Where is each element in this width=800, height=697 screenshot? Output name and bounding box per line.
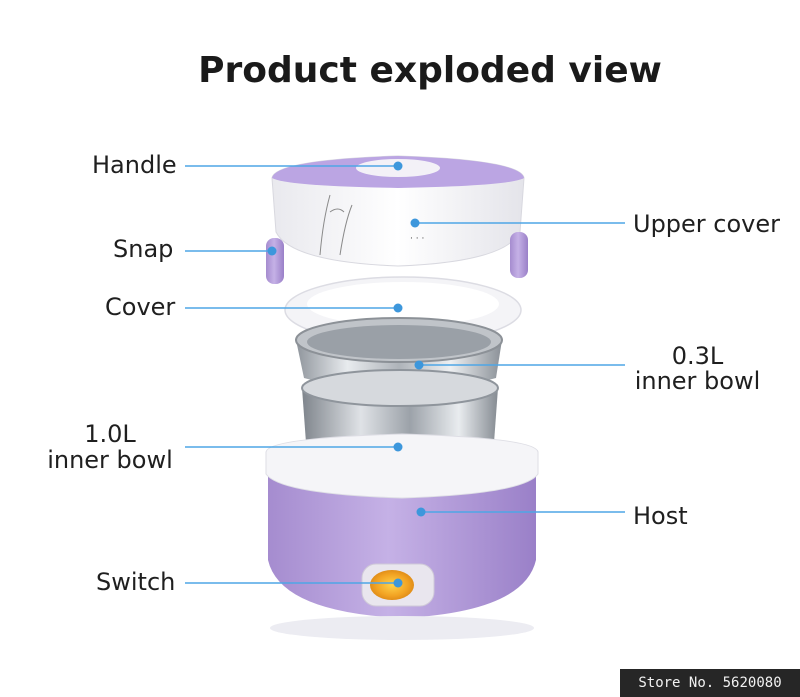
label-handle: Handle: [92, 151, 177, 179]
label-host: Host: [633, 502, 688, 530]
host-part: [265, 433, 539, 640]
label-bowl-1-0-capacity: 1.0L: [84, 420, 136, 448]
label-bowl-0-3-capacity: 0.3L: [671, 342, 724, 370]
store-watermark: Store No. 5620080: [620, 669, 800, 697]
upper-cover-part: · · ·: [271, 155, 525, 267]
snap-right-part: [510, 232, 528, 278]
label-cover: Cover: [105, 293, 176, 321]
label-upper-cover: Upper cover: [633, 210, 781, 238]
label-switch: Switch: [96, 568, 176, 596]
svg-text:· · ·: · · ·: [410, 234, 424, 244]
label-snap: Snap: [113, 235, 174, 263]
leader-dots: [267, 161, 426, 588]
label-bowl-0-3-name: inner bowl: [634, 367, 761, 395]
page-title: Product exploded view: [198, 50, 662, 91]
label-bowl-1-0-name: inner bowl: [47, 446, 173, 474]
leader-lines: [185, 165, 625, 584]
snap-left-part: [266, 238, 284, 284]
